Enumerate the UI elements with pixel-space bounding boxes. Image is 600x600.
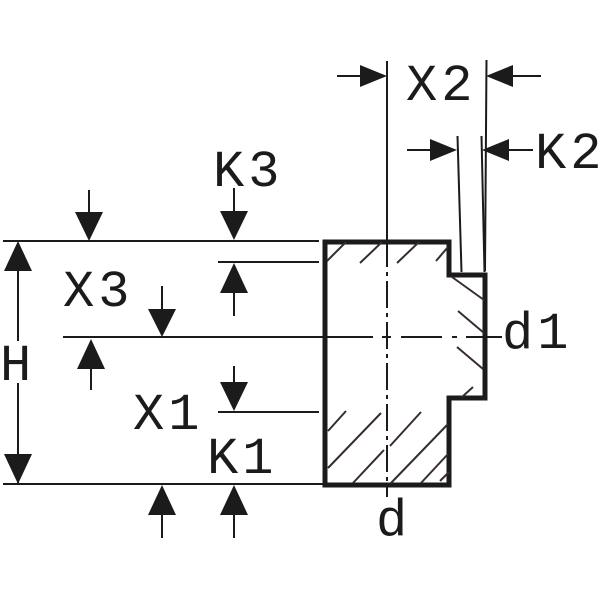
labels: K3 X3 H X1 K1 X2 K2 d1 d	[0, 57, 600, 551]
label-h: H	[0, 337, 35, 396]
extension-line	[484, 59, 488, 272]
hatch-line	[390, 423, 449, 484]
extension-line	[456, 135, 463, 273]
hatch-line	[326, 241, 347, 262]
arrow-down-icon	[220, 382, 248, 411]
arrow-down-icon	[148, 309, 176, 337]
hatch-line	[327, 412, 382, 469]
hatching	[326, 241, 485, 484]
dimension-x2	[337, 59, 541, 272]
part-outline-path	[322, 239, 488, 488]
centerlines	[63, 61, 502, 497]
hatch-line	[389, 411, 422, 447]
extension-line	[480, 135, 486, 273]
reference-lines	[3, 240, 323, 485]
dimension-k1	[220, 366, 248, 538]
label-k1: K1	[207, 430, 277, 489]
dimension-k3	[220, 188, 248, 316]
hatch-line	[396, 241, 420, 264]
arrow-up-icon	[220, 263, 248, 293]
label-x2: X2	[406, 57, 476, 116]
hatch-line	[327, 410, 347, 432]
hatch-line	[439, 471, 450, 482]
dimension-x3	[75, 190, 105, 390]
label-k3: K3	[213, 143, 283, 202]
part-outline	[322, 239, 488, 488]
arrow-down-icon	[75, 212, 103, 241]
arrow-right-icon	[430, 139, 457, 161]
label-x3: X3	[63, 263, 133, 322]
hatch-line	[359, 241, 383, 264]
arrow-up-icon	[77, 339, 105, 369]
dimension-h	[4, 241, 32, 484]
hatch-line	[435, 246, 449, 262]
hatch-line	[456, 346, 484, 370]
arrow-left-icon	[482, 139, 509, 161]
arrow-up-icon	[220, 485, 248, 515]
hatch-line	[352, 449, 385, 484]
arrow-down-icon	[4, 454, 32, 484]
dimension-k2	[407, 135, 533, 273]
arrow-up-icon	[148, 485, 176, 515]
arrow-down-icon	[220, 211, 248, 240]
hatch-line	[457, 310, 485, 334]
dimension-x1	[148, 286, 176, 538]
label-d: d	[376, 492, 411, 551]
label-d1: d1	[502, 305, 572, 364]
arrow-left-icon	[486, 65, 513, 87]
arrow-up-icon	[4, 241, 32, 271]
label-x1: X1	[133, 386, 203, 445]
hatch-line	[420, 453, 449, 484]
arrow-right-icon	[360, 65, 387, 87]
hatch-line	[451, 276, 485, 301]
label-k2: K2	[535, 125, 600, 184]
hatch-line	[461, 386, 474, 398]
